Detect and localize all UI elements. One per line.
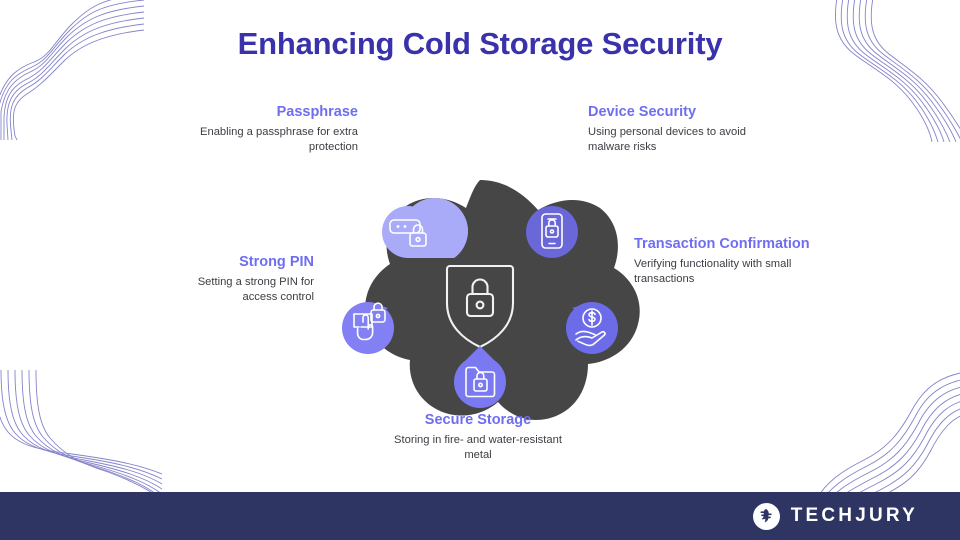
petal-passphrase[interactable] xyxy=(382,198,468,258)
label-device-security-heading: Device Security xyxy=(588,104,697,120)
label-transaction-confirmation-heading: Transaction Confirmation xyxy=(634,236,810,252)
label-secure-storage: Secure Storage Storing in fire- and wate… xyxy=(390,412,566,462)
label-transaction-confirmation: Transaction Confirmation Verifying funct… xyxy=(634,236,814,286)
label-strong-pin: Strong PIN Setting a strong PIN for acce… xyxy=(160,254,314,304)
password-field-lock-icon xyxy=(389,219,427,247)
label-secure-storage-heading: Secure Storage xyxy=(424,412,532,428)
decorative-wave-top-left xyxy=(0,0,144,140)
cold-storage-diagram xyxy=(300,150,660,450)
petal-secure-storage[interactable] xyxy=(454,346,506,408)
finger-tap-keypad-lock-icon xyxy=(353,302,386,341)
label-passphrase: Passphrase Enabling a passphrase for ext… xyxy=(190,104,358,154)
petal-strong-pin[interactable] xyxy=(342,302,394,354)
decorative-wave-bottom-right xyxy=(816,372,960,510)
hand-holding-dollar-coin-icon xyxy=(575,308,606,347)
brand-logo: TECHJURY xyxy=(752,492,918,540)
label-passphrase-heading: Passphrase xyxy=(276,104,358,120)
label-strong-pin-heading: Strong PIN xyxy=(239,254,314,270)
mobile-phone-lock-icon xyxy=(541,213,563,249)
label-passphrase-body: Enabling a passphrase for extra protecti… xyxy=(200,125,358,153)
label-transaction-confirmation-body: Verifying functionality with small trans… xyxy=(634,257,792,285)
label-strong-pin-body: Setting a strong PIN for access control xyxy=(197,275,314,303)
label-secure-storage-body: Storing in fire- and water-resistant met… xyxy=(394,433,562,461)
decorative-wave-bottom-left xyxy=(0,370,162,500)
page-title: Enhancing Cold Storage Security xyxy=(237,26,723,61)
petal-transaction-confirmation[interactable] xyxy=(566,302,618,354)
petal-device-security[interactable] xyxy=(526,206,578,258)
decorative-wave-top-right xyxy=(835,0,960,142)
techjury-logo-icon xyxy=(752,502,780,530)
label-device-security-body: Using personal devices to avoid malware … xyxy=(588,125,746,153)
brand-name: TECHJURY xyxy=(790,505,918,526)
folder-lock-icon xyxy=(465,366,496,398)
label-device-security: Device Security Using personal devices t… xyxy=(588,104,768,154)
footer-bar: TECHJURY xyxy=(0,492,960,540)
